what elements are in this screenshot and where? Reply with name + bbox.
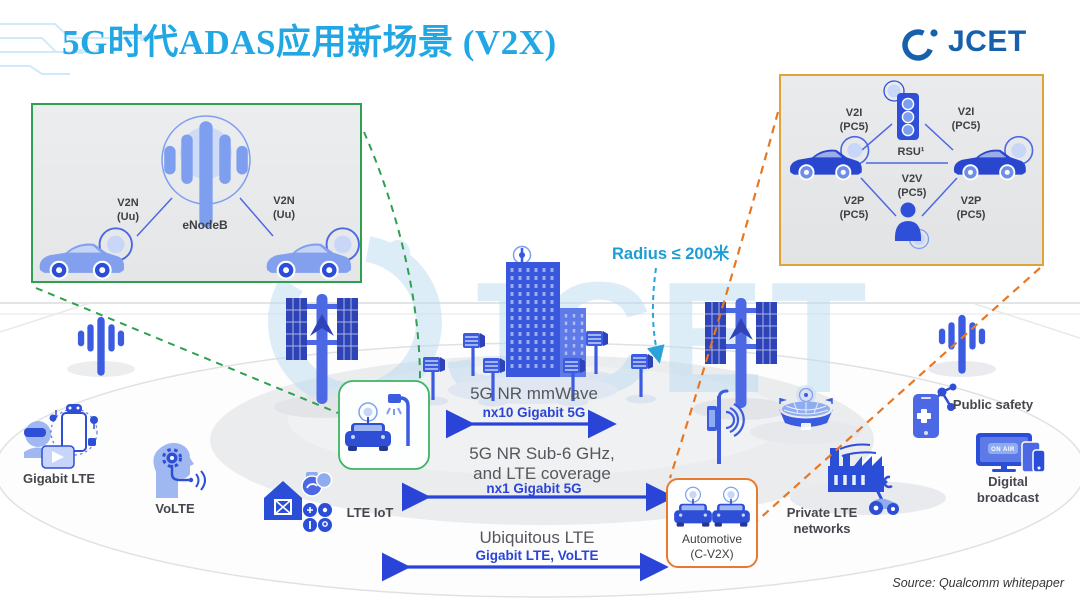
v2x-inset-graphics	[789, 80, 1034, 250]
rsu-traffic-light-icon	[883, 80, 919, 140]
street-lamp-icon	[386, 394, 410, 446]
private-lte-label: Private LTE networks	[786, 505, 858, 536]
coverage-arrows	[382, 409, 675, 582]
automotive-cars-icon	[673, 486, 751, 528]
v2v-label: V2V (PC5)	[897, 173, 927, 200]
v2x-car-left-icon	[789, 135, 870, 182]
v2n-inset-graphics	[38, 115, 360, 281]
gigabit-lte-icon	[24, 404, 98, 469]
automotive-label: Automotive (C-V2X)	[681, 532, 743, 561]
v2i-label-right: V2I (PC5)	[951, 106, 981, 133]
public-safety-label: Public safety	[952, 397, 1034, 412]
v2n-car-left-icon	[38, 227, 133, 281]
pedestrian-icon	[894, 202, 930, 250]
radius-arrow	[646, 267, 665, 364]
green-connector-right	[363, 131, 421, 381]
public-safety-icon	[913, 383, 957, 438]
volte-label: VoLTE	[155, 501, 195, 516]
automotive-cv2x-callout: Automotive (C-V2X)	[666, 478, 758, 568]
on-air-badge: ON AIR	[991, 447, 1015, 453]
v2x-car-right-icon	[953, 135, 1034, 182]
digital-broadcast-icon: ON AIR	[976, 433, 1046, 473]
v2n-link-label-left: V2N (Uu)	[117, 197, 139, 224]
v2x-inset-panel: V2I (PC5) V2I (PC5) RSU¹ V2V (PC5) V2P (…	[779, 74, 1044, 266]
v2n-link-label-right: V2N (Uu)	[273, 195, 295, 222]
v2p-label-left: V2P (PC5)	[839, 195, 869, 222]
tier-lte-name: Ubiquitous LTE	[479, 528, 595, 547]
lte-iot-label: LTE IoT	[346, 505, 394, 520]
callout-connectors	[35, 111, 1041, 521]
v2n-inset-panel: V2N (Uu) V2N (Uu) eNodeB	[31, 103, 362, 283]
jcet-logo: JCET	[901, 20, 1027, 64]
orange-connector-right	[757, 267, 1041, 521]
v2i-label-left: V2I (PC5)	[839, 107, 869, 134]
tier-mmwave-bandwidth: nx10 Gigabit 5G	[482, 405, 586, 420]
robot-icon	[869, 475, 899, 515]
v2p-label-right: V2P (PC5)	[956, 195, 986, 222]
vehicle-smallcell-callout	[338, 380, 430, 470]
stadium-icon	[779, 385, 833, 430]
source-note: Source: Qualcomm whitepaper	[892, 576, 1064, 590]
tier-mmwave-name: 5G NR mmWave	[470, 384, 598, 403]
v2n-car-right-icon	[265, 227, 360, 281]
jcet-logo-icon	[902, 29, 938, 61]
tier-sub6-name: 5G NR Sub-6 GHz, and LTE coverage	[469, 444, 615, 483]
gigabit-lte-label: Gigabit LTE	[23, 471, 95, 486]
enodeb-label: eNodeB	[182, 218, 228, 232]
enodeb-antenna-icon	[164, 121, 248, 228]
digital-broadcast-label: Digital broadcast	[976, 474, 1040, 505]
tier-sub6-bandwidth: nx1 Gigabit 5G	[486, 481, 582, 496]
jcet-logo-text: JCET	[948, 25, 1027, 58]
radius-note: Radius ≤ 200米	[612, 245, 730, 263]
circuit-decoration	[0, 23, 146, 75]
roadside-unit-icon	[707, 389, 745, 464]
page-title: 5G时代ADAS应用新场景 (V2X)	[62, 23, 557, 62]
green-connector-left	[35, 287, 339, 414]
lte-iot-icon	[264, 471, 333, 532]
rsu-label: RSU¹	[897, 146, 925, 158]
tier-lte-bandwidth: Gigabit LTE, VoLTE	[475, 548, 599, 563]
volte-icon	[153, 442, 206, 498]
